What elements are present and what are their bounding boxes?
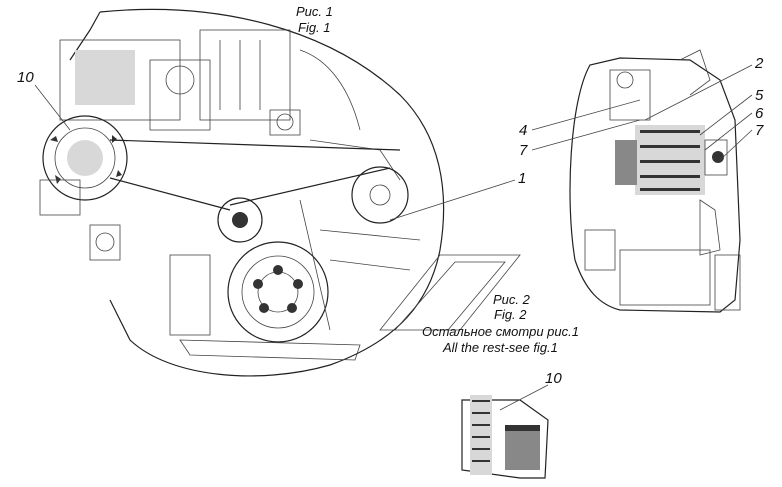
bolt-boss	[276, 113, 294, 131]
hatch-lines	[379, 254, 521, 331]
timing-cover	[169, 254, 211, 336]
leader-10-detail	[499, 384, 549, 411]
idler-hub	[232, 212, 248, 228]
callout-7-left: 7	[519, 142, 528, 159]
crank-holes	[253, 265, 303, 313]
fig2-generator-fins	[640, 130, 700, 191]
fig2-caption-en: Fig. 2	[494, 307, 527, 322]
fig2-pipe	[584, 229, 616, 271]
leader-4	[531, 99, 641, 131]
block-ribs	[219, 40, 261, 110]
leader-5	[699, 94, 753, 136]
fig2-bracket	[699, 199, 721, 256]
generator-body	[42, 115, 128, 201]
cylinder-head-cover	[59, 39, 181, 121]
fig2-note-ru: Остальное смотри рис.1	[422, 324, 579, 339]
fig1-cutaway-outline	[99, 8, 445, 377]
leader-6	[704, 112, 753, 151]
crankshaft-pulley-inner	[241, 255, 315, 329]
fig2-intake	[679, 49, 711, 96]
belt-to-crank	[229, 167, 391, 206]
oil-pan	[179, 339, 361, 361]
crankshaft-pulley	[227, 241, 329, 343]
drive-belt-lower	[109, 177, 231, 211]
boss	[269, 109, 301, 136]
block-section	[199, 29, 291, 121]
fig2-note-en: All the rest-see fig.1	[443, 340, 558, 355]
drive-belt-upper	[109, 139, 401, 151]
detail-pulley	[505, 425, 540, 470]
front-cover-lines	[299, 199, 421, 331]
detail-pulley-rim	[505, 425, 540, 431]
fan-pulley-hub	[369, 184, 391, 206]
callout-5: 5	[755, 87, 764, 104]
callout-1: 1	[518, 170, 527, 187]
fig2-mount	[714, 254, 741, 311]
detail-generator-body	[470, 395, 492, 475]
callout-2: 2	[755, 55, 764, 72]
leader-2	[644, 64, 753, 121]
detail-fins	[472, 400, 490, 462]
callout-7-right: 7	[755, 122, 764, 139]
fitting-top	[165, 65, 195, 95]
callout-4: 4	[519, 122, 528, 139]
leader-7-right	[719, 129, 753, 161]
fig1-caption-ru: Рис. 1	[296, 4, 333, 19]
callout-10-main: 10	[17, 69, 34, 86]
fig2-pulley-nut	[712, 151, 724, 163]
callout-6: 6	[755, 105, 764, 122]
fig2-caption-ru: Рис. 2	[493, 292, 530, 307]
fig2-fitting	[616, 71, 634, 89]
callout-10-detail: 10	[545, 370, 562, 387]
sensor	[95, 232, 115, 252]
fig2-lower-block	[619, 249, 711, 306]
intake-housing	[75, 50, 135, 105]
idler-pulley	[217, 197, 263, 243]
leader-1	[389, 179, 516, 221]
fig2-rear-cover	[615, 140, 637, 185]
engine-block-upper	[149, 59, 211, 131]
generator-bracket	[39, 179, 81, 216]
fan-pulley	[351, 166, 409, 224]
sensor-mount	[89, 224, 121, 261]
generator-pulley	[67, 140, 103, 176]
generator-inner	[54, 127, 116, 189]
fig1-caption-en: Fig. 1	[298, 20, 331, 35]
fig2-pulley	[704, 139, 728, 176]
block-contours	[299, 49, 401, 181]
fig2-housing	[609, 69, 651, 121]
leader-10-main	[34, 84, 71, 131]
leader-7-left	[531, 119, 641, 151]
